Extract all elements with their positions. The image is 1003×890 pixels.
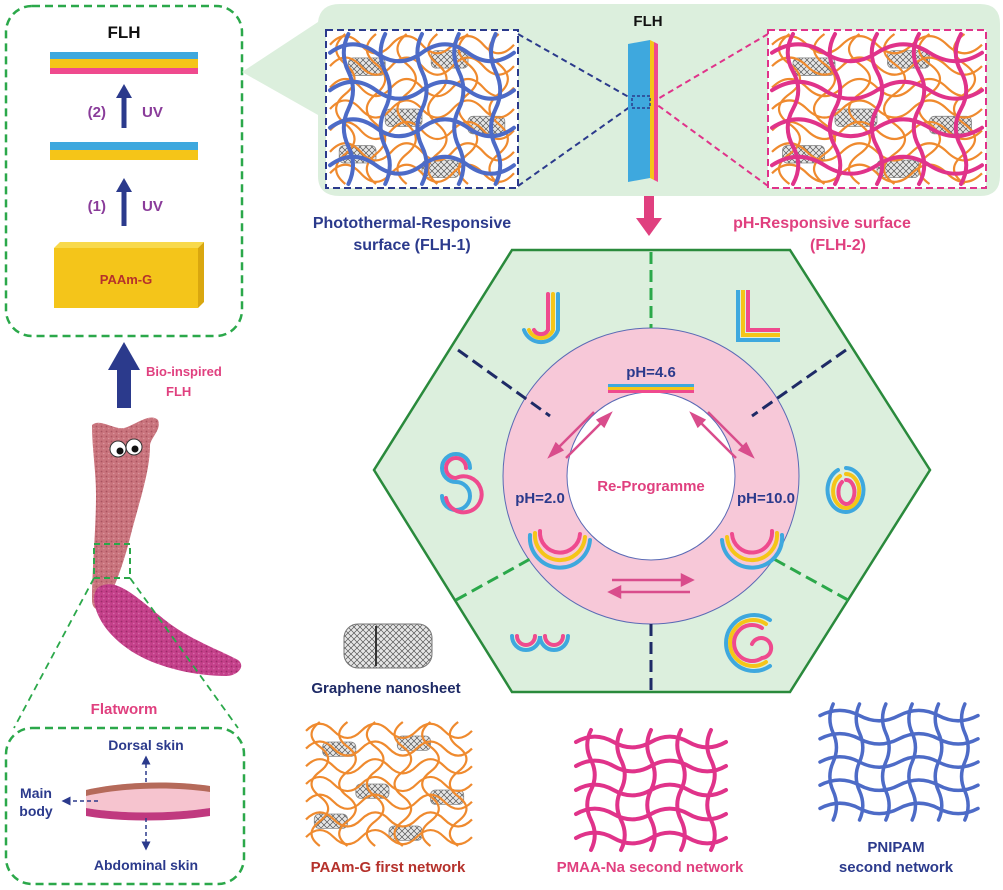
ph-10.0-label: pH=10.0: [737, 490, 795, 507]
pmaa-label: PMAA-Na second network: [557, 859, 744, 876]
paam-label: PAAm-G first network: [311, 859, 466, 876]
pnipam-network: [818, 702, 980, 822]
step-1-uv: UV: [142, 198, 163, 215]
c-curve-left: [527, 529, 592, 570]
step-1-label: (1): [88, 198, 106, 215]
main-body-label-1: Main: [20, 785, 52, 801]
shape-l: [736, 290, 780, 342]
ph-2.0-label: pH=2.0: [515, 490, 565, 507]
shape-3: [510, 634, 570, 652]
shape-o: [825, 466, 866, 514]
paam-g-network: [305, 721, 473, 847]
graphene-nanosheet-icon: [343, 623, 433, 669]
bilayer-film: [50, 142, 198, 160]
equilibrium-arrows-right: [689, 411, 755, 459]
paam-g-block: PAAm-G: [54, 242, 204, 308]
c-curve-right: [720, 529, 785, 570]
pnipam-label-2: second network: [839, 859, 954, 876]
dorsal-skin-label: Dorsal skin: [108, 737, 183, 753]
surfaces-panel: FLH: [242, 4, 1000, 196]
flatworm-illustration: [13, 417, 242, 729]
skin-cross-section: [86, 782, 210, 821]
flatworm-label: Flatworm: [91, 701, 158, 718]
step-2-label: (2): [88, 104, 106, 121]
shape-j: [522, 292, 560, 345]
main-body-label-2: body: [19, 803, 53, 819]
fabrication-title: FLH: [107, 23, 140, 42]
photothermal-network: [328, 32, 516, 186]
flh-strip-label: FLH: [633, 13, 662, 30]
flat-strip-ph4.6: [608, 384, 694, 393]
equilibrium-arrows-left: [547, 411, 613, 459]
reprogramming-hexagon: pH=4.6 Re-Programme pH=2.0 pH=10.0: [372, 248, 932, 694]
flh-strip: [628, 40, 658, 182]
pmaa-na-network: [574, 728, 728, 852]
ph-surface-label-1: pH-Responsive surface: [733, 215, 911, 232]
block-label: PAAm-G: [100, 272, 152, 287]
fabrication-panel: FLH (2) UV (1) UV PAAm-G: [4, 4, 244, 338]
abdominal-skin-label: Abdominal skin: [94, 857, 198, 873]
equilibrium-arrows-bottom: [607, 572, 695, 600]
bio-inspired-arrow: [108, 342, 140, 408]
photothermal-label-1: Photothermal-Responsive: [313, 215, 511, 232]
ph-surface-label-2: (FLH-2): [810, 237, 866, 254]
bio-inspired-label-2: FLH: [166, 384, 191, 399]
graphene-label: Graphene nanosheet: [311, 680, 460, 697]
trilayer-film: [50, 52, 198, 74]
uv-step-2-arrow: [116, 84, 132, 128]
ph-4.6-label: pH=4.6: [626, 364, 676, 381]
shape-s: [440, 452, 484, 515]
reprogramme-arrow: [636, 196, 662, 236]
pnipam-label-1: PNIPAM: [867, 839, 924, 856]
photothermal-label-2: surface (FLH-1): [353, 237, 470, 254]
cross-section-panel: Dorsal skin Main body Abdominal skin: [4, 726, 246, 886]
step-2-uv: UV: [142, 104, 163, 121]
shape-6: [724, 613, 774, 673]
reprogramme-label: Re-Programme: [597, 478, 705, 495]
uv-step-1-arrow: [116, 178, 132, 226]
bio-inspired-label-1: Bio-inspired: [146, 364, 222, 379]
ph-network: [770, 32, 984, 186]
